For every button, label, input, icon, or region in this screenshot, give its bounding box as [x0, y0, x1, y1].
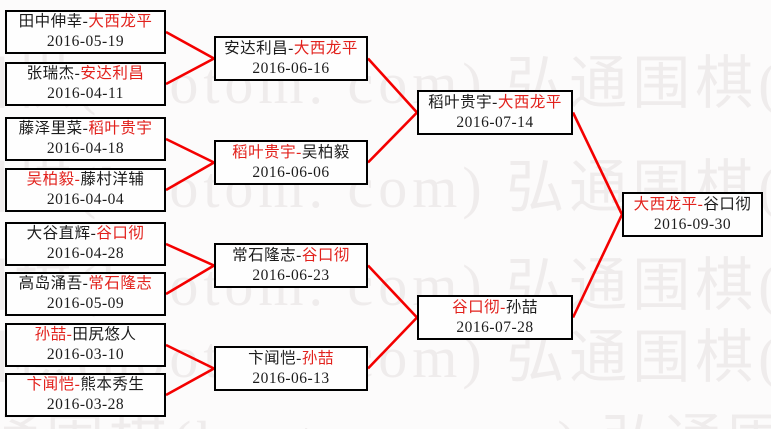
match-date: 2016-06-23 — [252, 266, 330, 284]
winner-name: 常石隆志 — [88, 275, 153, 292]
connector-line — [165, 264, 215, 296]
connector-line — [165, 57, 215, 86]
loser-name: 常石隆志- — [232, 246, 302, 264]
loser-name: 孙喆 — [505, 298, 538, 316]
connector-line — [367, 111, 418, 164]
connector-line — [165, 30, 215, 60]
match-date: 2016-09-30 — [653, 215, 732, 233]
match-date: 2016-06-06 — [252, 163, 330, 181]
loser-name: 谷口彻 — [703, 195, 752, 213]
loser-name: 大谷直辉- — [26, 225, 97, 242]
match-players: 孙喆-田尻悠人 — [35, 325, 137, 345]
match-players: 稻叶贵宇-大西龙平 — [428, 93, 562, 113]
winner-name: 吴柏毅- — [26, 171, 81, 188]
connector-line — [165, 137, 215, 164]
loser-name: 田中伸幸- — [18, 13, 89, 30]
match-players: 谷口彻-孙喆 — [452, 298, 538, 318]
match-date: 2016-06-13 — [252, 369, 330, 387]
match-players: 田中伸幸-大西龙平 — [19, 12, 153, 32]
match-date: 2016-05-19 — [46, 33, 125, 50]
winner-name: 大西龙平 — [88, 13, 153, 30]
connector-line — [165, 367, 215, 397]
match-date: 2016-06-16 — [252, 59, 330, 77]
winner-name: 孙喆 — [301, 349, 334, 367]
match-date: 2016-03-28 — [46, 396, 125, 413]
match-date: 2016-04-04 — [46, 191, 125, 208]
winner-name: 大西龙平 — [293, 39, 358, 57]
loser-name: 藤村洋辅 — [80, 171, 145, 188]
loser-name: 田尻悠人 — [72, 326, 137, 343]
match-players: 卞闻恺-孙喆 — [248, 349, 334, 369]
match-players: 卞闻恺-熊本秀生 — [27, 375, 145, 395]
loser-name: 安达利昌- — [224, 39, 294, 57]
winner-name: 谷口彻- — [452, 298, 506, 316]
match-players: 常石隆志-谷口彻 — [232, 246, 350, 266]
winner-name: 谷口彻 — [96, 225, 145, 242]
connector-line — [367, 57, 418, 114]
winner-name: 稻叶贵宇- — [232, 143, 302, 161]
connector-line — [367, 264, 418, 319]
match-date: 2016-04-28 — [46, 245, 125, 262]
loser-name: 吴柏毅 — [301, 143, 350, 161]
connector-line — [165, 242, 215, 267]
match-date: 2016-07-28 — [456, 318, 534, 336]
match-date: 2016-03-10 — [46, 346, 125, 363]
match-players: 大西龙平-谷口彻 — [634, 195, 752, 215]
loser-name: 熊本秀生 — [80, 376, 145, 393]
winner-name: 卞闻恺- — [26, 376, 81, 393]
loser-name: 卞闻恺- — [248, 349, 302, 367]
winner-name: 稻叶贵宇 — [88, 120, 153, 137]
watermark-text: 弘通围棋(hootom. com) 弘通围棋(hootom. com) 弘通围棋… — [0, 394, 771, 429]
connector-line — [571, 111, 624, 216]
connector-line — [165, 343, 215, 370]
winner-name: 大西龙平- — [633, 195, 704, 213]
winner-name: 孙喆- — [34, 326, 73, 343]
match-date: 2016-04-11 — [47, 85, 124, 102]
match-players: 稻叶贵宇-吴柏毅 — [232, 143, 350, 163]
winner-name: 大西龙平 — [497, 93, 562, 111]
match-date: 2016-04-18 — [46, 140, 125, 157]
loser-name: 张瑞杰- — [26, 65, 81, 82]
match-players: 安达利昌-大西龙平 — [224, 39, 358, 59]
match-players: 张瑞杰-安达利昌 — [27, 64, 145, 84]
winner-name: 安达利昌 — [80, 65, 145, 82]
match-players: 大谷直辉-谷口彻 — [27, 224, 145, 244]
connector-line — [571, 213, 624, 319]
match-players: 高岛涌吾-常石隆志 — [19, 274, 153, 294]
connector-line — [165, 161, 215, 192]
loser-name: 藤泽里菜- — [18, 120, 89, 137]
connector-line — [367, 316, 418, 370]
loser-name: 高岛涌吾- — [18, 275, 89, 292]
loser-name: 稻叶贵宇- — [428, 93, 498, 111]
match-date: 2016-07-14 — [456, 113, 534, 131]
winner-name: 谷口彻 — [301, 246, 350, 264]
match-date: 2016-05-09 — [46, 295, 125, 312]
match-players: 吴柏毅-藤村洋辅 — [27, 170, 145, 190]
match-players: 藤泽里菜-稻叶贵宇 — [19, 119, 153, 139]
